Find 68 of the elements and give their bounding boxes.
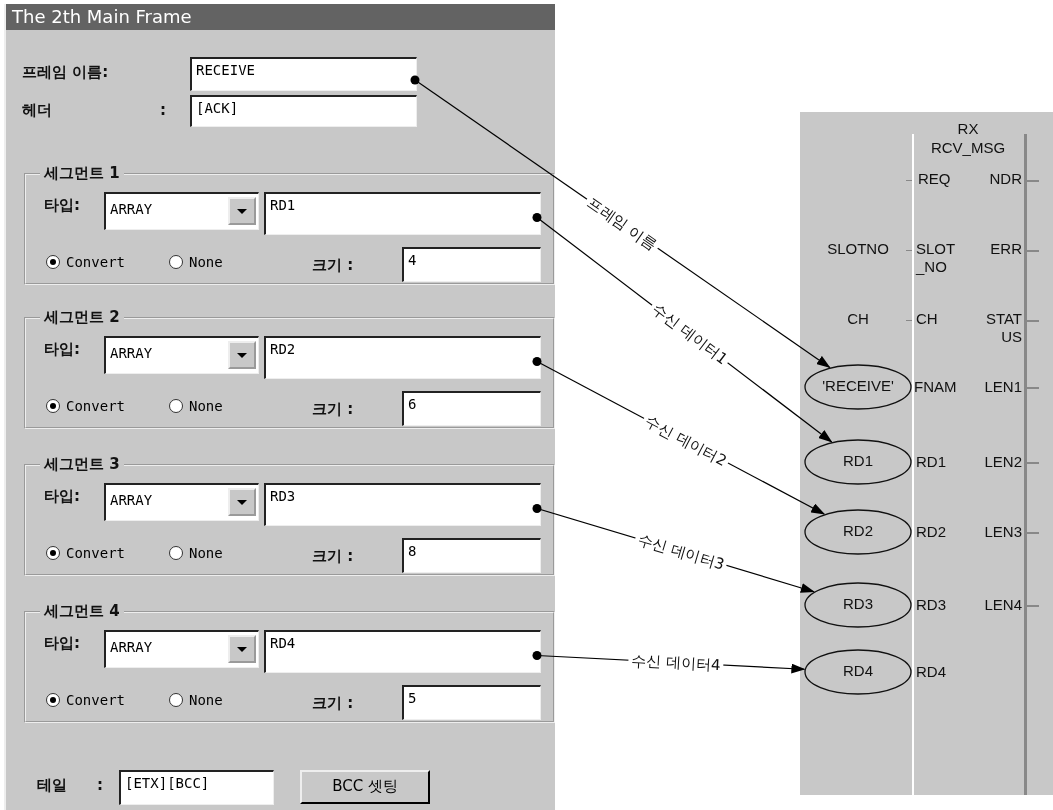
variable-oval: RD3 [804, 582, 912, 628]
pin-name: FNAM [914, 378, 958, 396]
dropdown: ARRAY [104, 483, 259, 521]
pin-name: RD2 [916, 523, 947, 541]
pin-name: NDR [988, 170, 1022, 188]
pin-name: REQ [918, 170, 952, 188]
field-label: 프레임 이름: [22, 62, 110, 82]
dropdown: ARRAY [104, 192, 259, 230]
input-field: [ACK] [190, 95, 417, 127]
dialog-window [4, 4, 555, 810]
pin-name: RD3 [916, 596, 947, 614]
field-label: : [160, 100, 167, 120]
field-label: 크기 : [312, 255, 355, 275]
pin-name: LEN4 [983, 596, 1022, 614]
field-label: 헤더 [22, 100, 53, 120]
pin-name: ERR [989, 240, 1022, 258]
input-field: 6 [402, 391, 541, 426]
input-field: 5 [402, 685, 541, 720]
radio-button: None [167, 394, 252, 418]
input-field: RD3 [264, 483, 541, 526]
input-field: [ETX][BCC] [119, 770, 274, 805]
input-field: 8 [402, 538, 541, 573]
input-field: RD2 [264, 336, 541, 379]
variable-name: CH [846, 310, 870, 328]
variable-oval: RD4 [804, 649, 912, 695]
field-label: : [97, 775, 104, 795]
input-field: 4 [402, 247, 541, 282]
pin-name: LEN2 [983, 453, 1022, 471]
dropdown: ARRAY [104, 630, 259, 668]
function-block [800, 112, 1053, 795]
radio-button: Convert [44, 541, 162, 565]
pin-name: STAT US [984, 310, 1022, 346]
button: BCC 셋팅 [300, 770, 430, 804]
field-label: 타입: [44, 486, 81, 506]
title-bar: The 2th Main Frame [6, 4, 555, 30]
radio-button: Convert [44, 394, 162, 418]
variable-name: SLOTNO [826, 240, 890, 258]
radio-button: None [167, 250, 252, 274]
input-field: RD4 [264, 630, 541, 673]
radio-button: None [167, 688, 252, 712]
variable-oval: 'RECEIVE' [804, 364, 912, 410]
radio-button: Convert [44, 688, 162, 712]
pin-name: RD4 [916, 663, 947, 681]
field-label: 테일 [37, 775, 68, 795]
pin-name: RD1 [916, 453, 947, 471]
pin-name: LEN1 [983, 378, 1022, 396]
group-title: 세그먼트 3 [40, 454, 124, 474]
group-title: 세그먼트 2 [40, 307, 124, 327]
pin-name: SLOT _NO [916, 240, 956, 276]
input-field: RD1 [264, 192, 541, 235]
block-title: RX [956, 120, 980, 138]
field-label: 타입: [44, 633, 81, 653]
pin-name: LEN3 [983, 523, 1022, 541]
dropdown: ARRAY [104, 336, 259, 374]
input-field: RECEIVE [190, 57, 417, 91]
group-title: 세그먼트 4 [40, 601, 124, 621]
field-label: 타입: [44, 339, 81, 359]
pin-name: CH [916, 310, 939, 328]
radio-button: None [167, 541, 252, 565]
field-label: 크기 : [312, 399, 355, 419]
group-title: 세그먼트 1 [40, 163, 124, 183]
field-label: 타입: [44, 195, 81, 215]
field-label: 크기 : [312, 693, 355, 713]
block-title: RCV_MSG [929, 139, 1007, 157]
variable-oval: RD1 [804, 439, 912, 485]
radio-button: Convert [44, 250, 162, 274]
variable-oval: RD2 [804, 509, 912, 555]
field-label: 크기 : [312, 546, 355, 566]
